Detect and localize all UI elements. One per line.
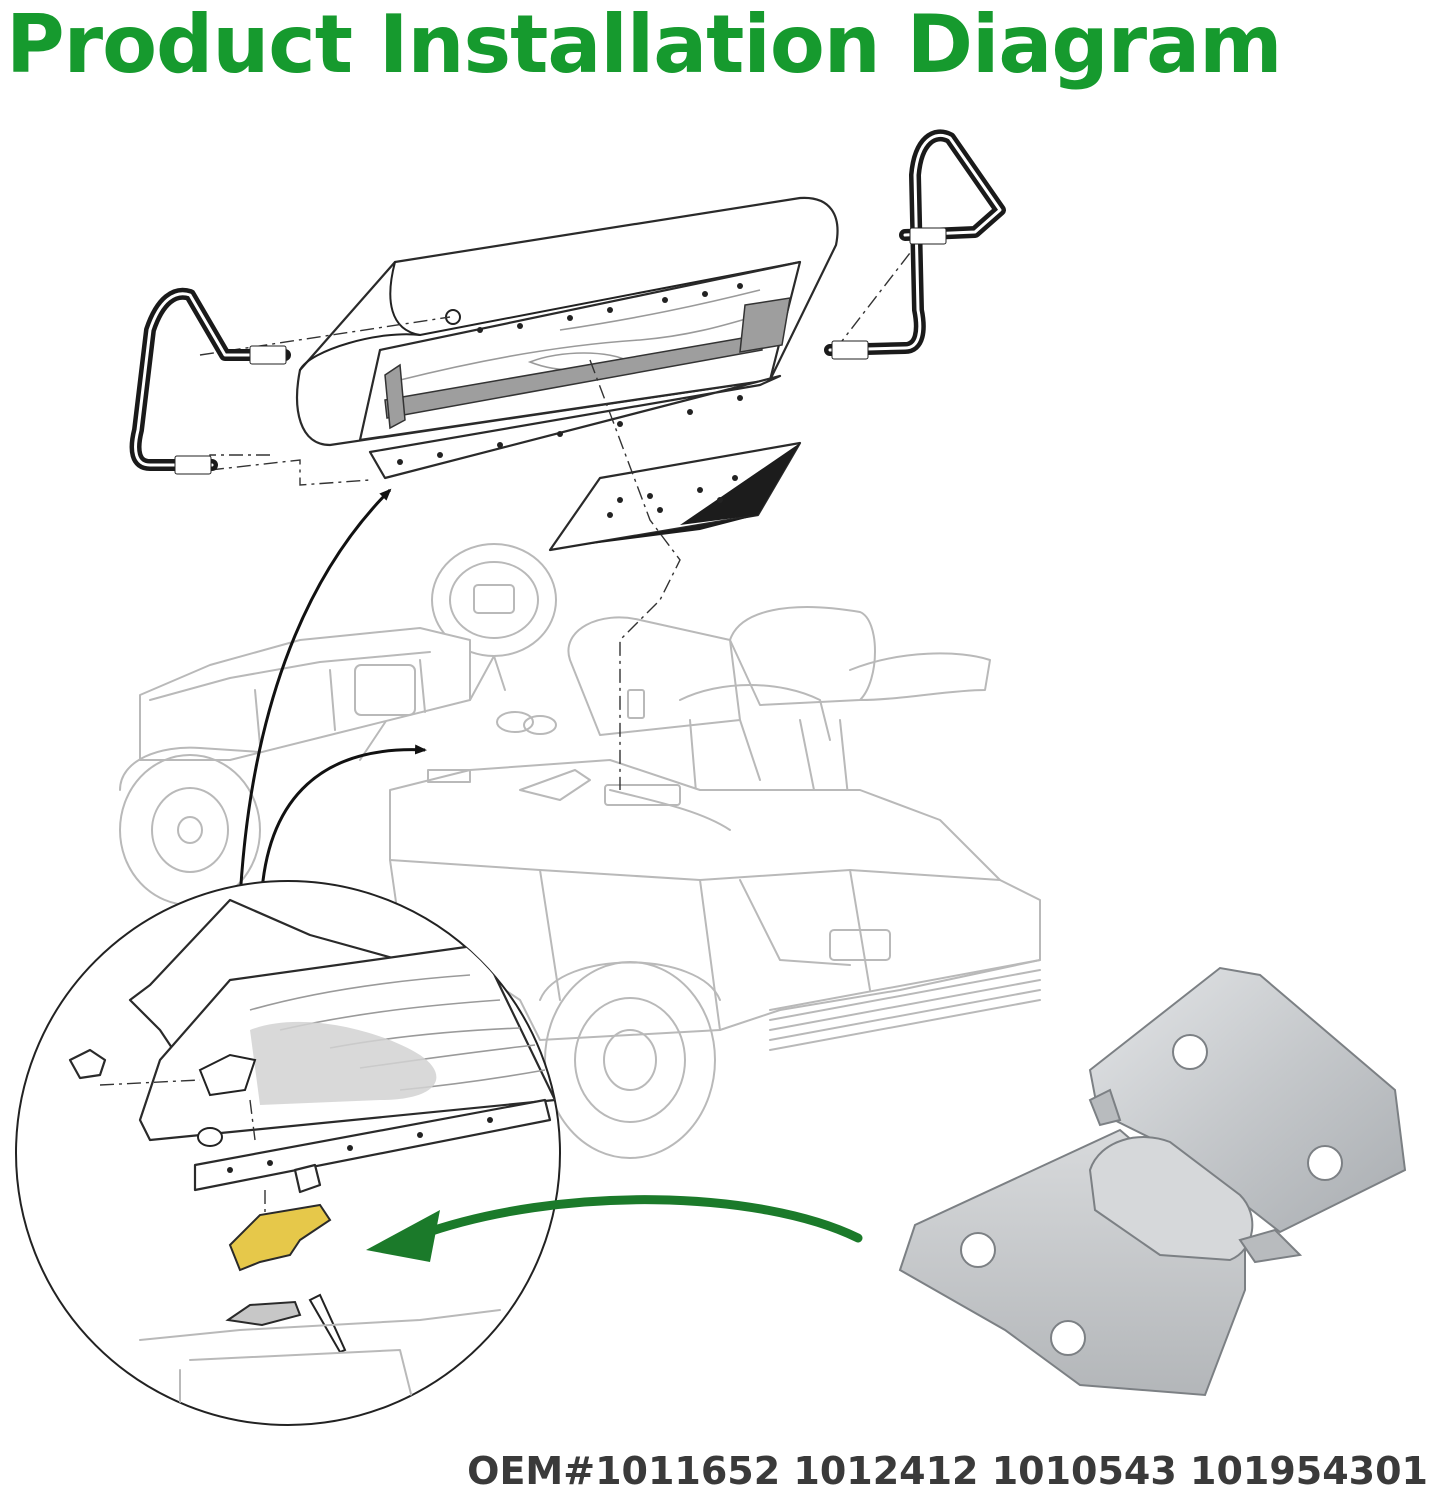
callout-arrow <box>366 1195 863 1262</box>
hinge-photo <box>898 966 1407 1397</box>
oem-numbers: OEM#1011652 1012412 1010543 101954301 <box>467 1449 1428 1493</box>
seat-assembly <box>129 129 1006 790</box>
detail-callout <box>15 880 561 1426</box>
page-title: Product Installation Diagram <box>6 0 1282 91</box>
install-arrows <box>238 488 427 901</box>
